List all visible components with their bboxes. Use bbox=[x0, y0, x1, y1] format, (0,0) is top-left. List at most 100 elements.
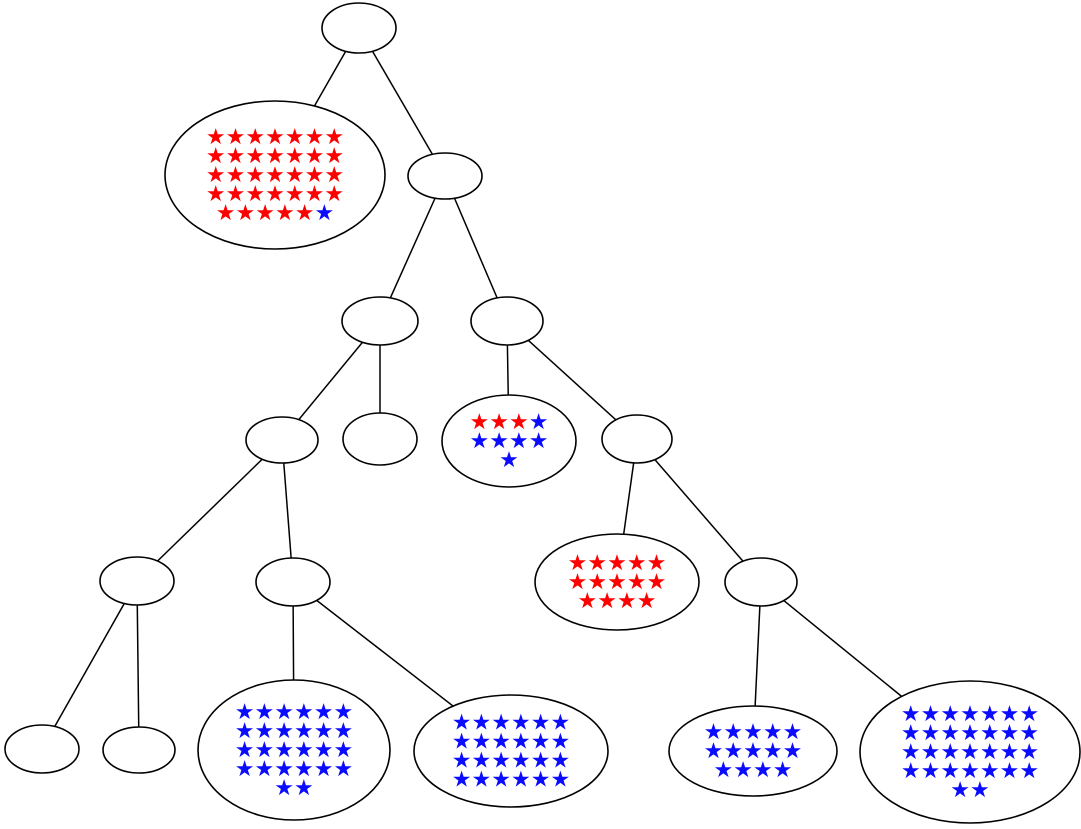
blue-star-icon: ★ bbox=[733, 758, 753, 783]
red-star-icon: ★ bbox=[568, 570, 588, 595]
blue-star-icon: ★ bbox=[294, 738, 314, 763]
blue-star-icon: ★ bbox=[529, 410, 549, 435]
blue-star-icon: ★ bbox=[529, 429, 549, 454]
red-star-icon: ★ bbox=[324, 125, 344, 150]
star-row: ★★★★★★ bbox=[235, 738, 353, 763]
tree-node-n4 bbox=[470, 296, 544, 346]
blue-star-icon: ★ bbox=[511, 748, 531, 773]
star-row: ★★★★★★ bbox=[452, 748, 570, 773]
blue-star-icon: ★ bbox=[531, 748, 551, 773]
blue-star-icon: ★ bbox=[723, 739, 743, 764]
blue-star-icon: ★ bbox=[511, 710, 531, 735]
red-star-icon: ★ bbox=[216, 201, 236, 226]
blue-star-icon: ★ bbox=[472, 767, 492, 792]
star-row: ★★★★★ bbox=[568, 551, 667, 576]
star-row: ★★★★★★ bbox=[452, 729, 570, 754]
star-row: ★★★★★ bbox=[568, 570, 667, 595]
blue-star-icon: ★ bbox=[950, 778, 970, 803]
star-row: ★★★★★★★ bbox=[206, 182, 344, 207]
red-star-icon: ★ bbox=[285, 163, 305, 188]
tree-node-n1 bbox=[164, 100, 386, 250]
red-star-icon: ★ bbox=[226, 163, 246, 188]
red-star-icon: ★ bbox=[206, 144, 226, 169]
blue-star-icon: ★ bbox=[550, 767, 570, 792]
tree-node-n9 bbox=[99, 556, 175, 606]
blue-star-icon: ★ bbox=[783, 720, 803, 745]
red-star-icon: ★ bbox=[509, 410, 529, 435]
red-star-icon: ★ bbox=[324, 163, 344, 188]
red-star-icon: ★ bbox=[245, 182, 265, 207]
blue-star-icon: ★ bbox=[763, 720, 783, 745]
edge-n8-n12 bbox=[636, 438, 762, 583]
blue-star-icon: ★ bbox=[452, 729, 472, 754]
blue-star-icon: ★ bbox=[1019, 759, 1039, 784]
blue-star-icon: ★ bbox=[531, 729, 551, 754]
red-star-icon: ★ bbox=[568, 551, 588, 576]
blue-star-icon: ★ bbox=[714, 758, 734, 783]
blue-star-icon: ★ bbox=[294, 757, 314, 782]
star-row: ★★★★★★★ bbox=[206, 125, 344, 150]
blue-star-icon: ★ bbox=[960, 702, 980, 727]
blue-star-icon: ★ bbox=[333, 719, 353, 744]
blue-star-icon: ★ bbox=[980, 721, 1000, 746]
red-star-icon: ★ bbox=[637, 589, 657, 614]
blue-star-icon: ★ bbox=[970, 778, 990, 803]
star-row: ★★★★★★ bbox=[235, 700, 353, 725]
red-star-icon: ★ bbox=[295, 201, 315, 226]
blue-star-icon: ★ bbox=[723, 720, 743, 745]
tree-node-n10 bbox=[255, 557, 331, 607]
blue-star-icon: ★ bbox=[294, 776, 314, 801]
blue-star-icon: ★ bbox=[960, 759, 980, 784]
blue-star-icon: ★ bbox=[235, 738, 255, 763]
red-star-icon: ★ bbox=[597, 589, 617, 614]
blue-star-icon: ★ bbox=[452, 748, 472, 773]
star-row: ★★★★★★★ bbox=[901, 740, 1039, 765]
red-star-icon: ★ bbox=[275, 201, 295, 226]
blue-star-icon: ★ bbox=[550, 729, 570, 754]
red-star-icon: ★ bbox=[226, 125, 246, 150]
blue-star-icon: ★ bbox=[509, 429, 529, 454]
star-row: ★★★★★★★ bbox=[901, 721, 1039, 746]
red-star-icon: ★ bbox=[255, 201, 275, 226]
blue-star-icon: ★ bbox=[314, 719, 334, 744]
blue-star-icon: ★ bbox=[901, 759, 921, 784]
blue-star-icon: ★ bbox=[452, 710, 472, 735]
blue-star-icon: ★ bbox=[255, 700, 275, 725]
blue-star-icon: ★ bbox=[1019, 721, 1039, 746]
tree-node-n12 bbox=[724, 557, 798, 607]
red-star-icon: ★ bbox=[627, 570, 647, 595]
red-star-icon: ★ bbox=[265, 182, 285, 207]
blue-star-icon: ★ bbox=[921, 702, 941, 727]
tree-node-n8 bbox=[601, 414, 673, 464]
blue-star-icon: ★ bbox=[491, 729, 511, 754]
red-star-icon: ★ bbox=[265, 163, 285, 188]
tree-node-n16 bbox=[413, 694, 609, 808]
red-star-icon: ★ bbox=[324, 144, 344, 169]
red-star-icon: ★ bbox=[647, 570, 667, 595]
tree-node-n6 bbox=[342, 412, 418, 466]
blue-star-icon: ★ bbox=[255, 719, 275, 744]
star-row: ★ bbox=[499, 448, 519, 473]
star-row: ★★★★★★★ bbox=[901, 702, 1039, 727]
tree-node-n5 bbox=[245, 416, 319, 464]
blue-star-icon: ★ bbox=[1000, 759, 1020, 784]
blue-star-icon: ★ bbox=[704, 739, 724, 764]
star-row: ★★★★★★★ bbox=[206, 163, 344, 188]
blue-star-icon: ★ bbox=[743, 739, 763, 764]
red-star-icon: ★ bbox=[285, 182, 305, 207]
blue-star-icon: ★ bbox=[314, 757, 334, 782]
red-star-icon: ★ bbox=[489, 410, 509, 435]
blue-star-icon: ★ bbox=[294, 719, 314, 744]
blue-star-icon: ★ bbox=[783, 739, 803, 764]
star-row: ★★★★★ bbox=[704, 739, 803, 764]
blue-star-icon: ★ bbox=[531, 767, 551, 792]
edge-n9-n14 bbox=[136, 580, 140, 751]
tree-node-n11 bbox=[534, 533, 700, 631]
star-row: ★★★★ bbox=[714, 758, 793, 783]
blue-star-icon: ★ bbox=[901, 721, 921, 746]
red-star-icon: ★ bbox=[245, 125, 265, 150]
blue-star-icon: ★ bbox=[550, 710, 570, 735]
red-star-icon: ★ bbox=[245, 163, 265, 188]
blue-star-icon: ★ bbox=[470, 429, 490, 454]
